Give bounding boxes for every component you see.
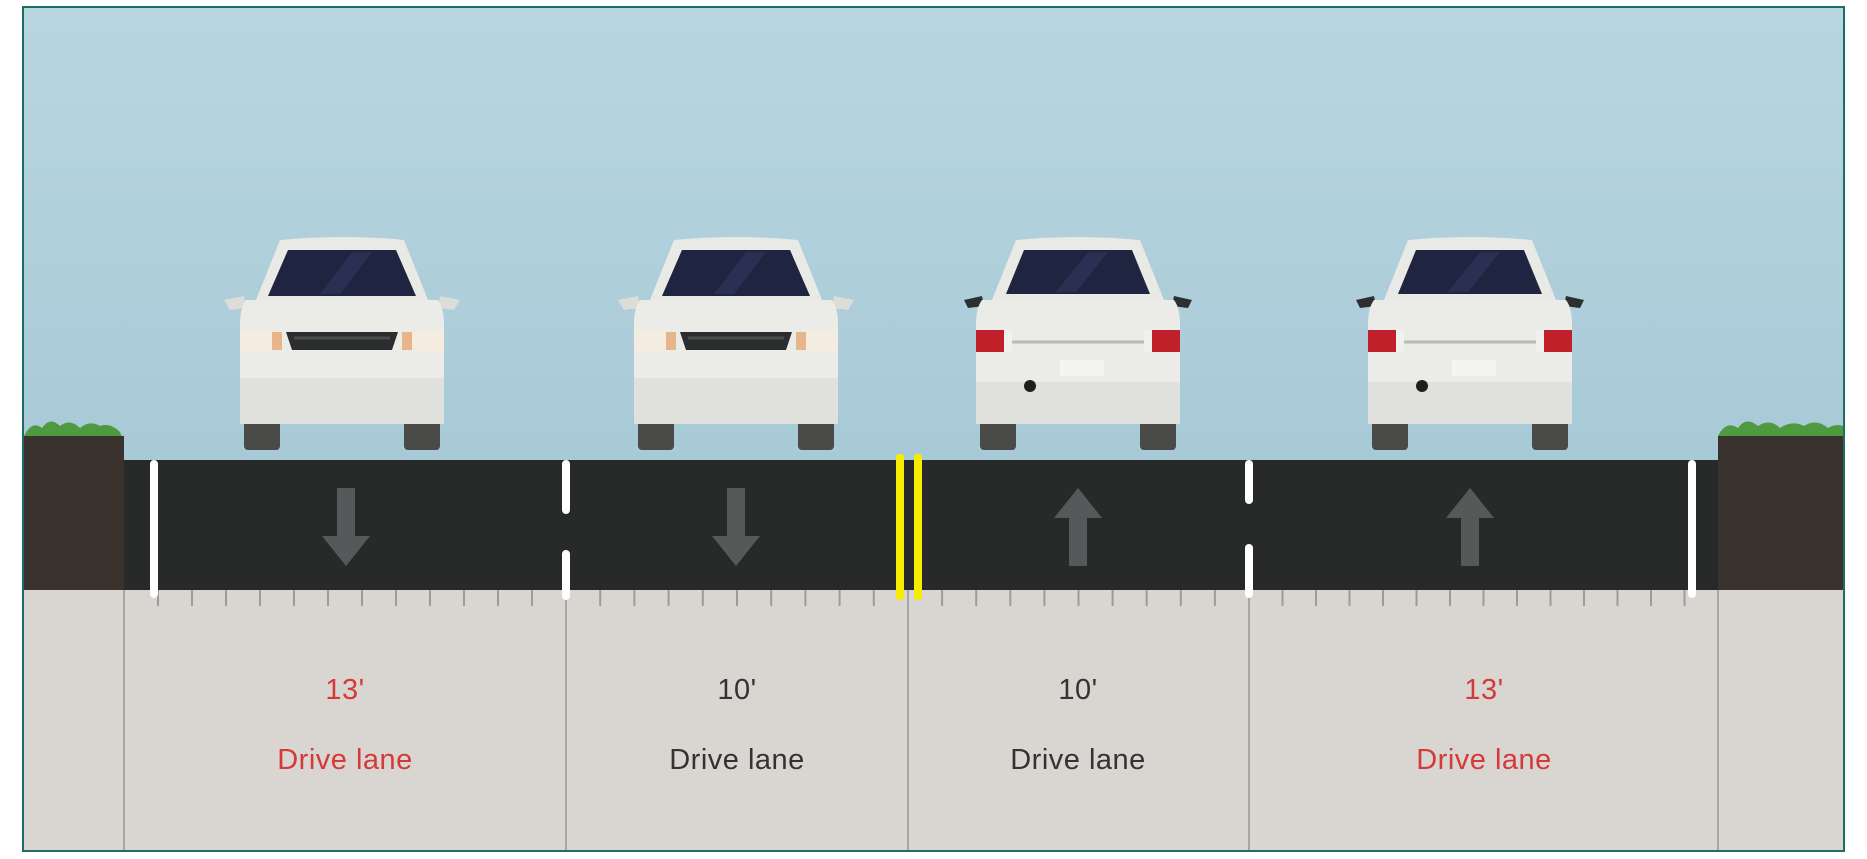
- center-line-yellow-2: [914, 454, 922, 600]
- lane-4-name: Drive lane: [1416, 744, 1552, 776]
- segment-dividers: [123, 590, 1719, 850]
- ruler-ticks: [157, 590, 1686, 606]
- lane-2-width: 10': [717, 674, 757, 706]
- street-section-frame: 13' Drive lane 10' Drive lane 10' Drive …: [22, 6, 1845, 852]
- ground-left: [24, 436, 124, 590]
- dashed-line-1b: [562, 550, 570, 600]
- dashed-line-2a: [1245, 460, 1253, 504]
- lane-3-name: Drive lane: [1010, 744, 1146, 776]
- lane-1-name: Drive lane: [277, 744, 413, 776]
- center-line-yellow-1: [896, 454, 904, 600]
- edge-line-left: [150, 460, 158, 598]
- lane-2-name: Drive lane: [669, 744, 805, 776]
- label-band: [24, 590, 1843, 850]
- lane-1-width: 13': [325, 674, 365, 706]
- dashed-line-2b: [1245, 544, 1253, 598]
- lane-4-width: 13': [1464, 674, 1504, 706]
- dashed-line-1a: [562, 460, 570, 514]
- ground-right: [1718, 436, 1843, 590]
- street-section-diagram: [24, 8, 1843, 850]
- lane-markings: [150, 454, 1696, 600]
- lane-3-width: 10': [1058, 674, 1098, 706]
- edge-line-right: [1688, 460, 1696, 598]
